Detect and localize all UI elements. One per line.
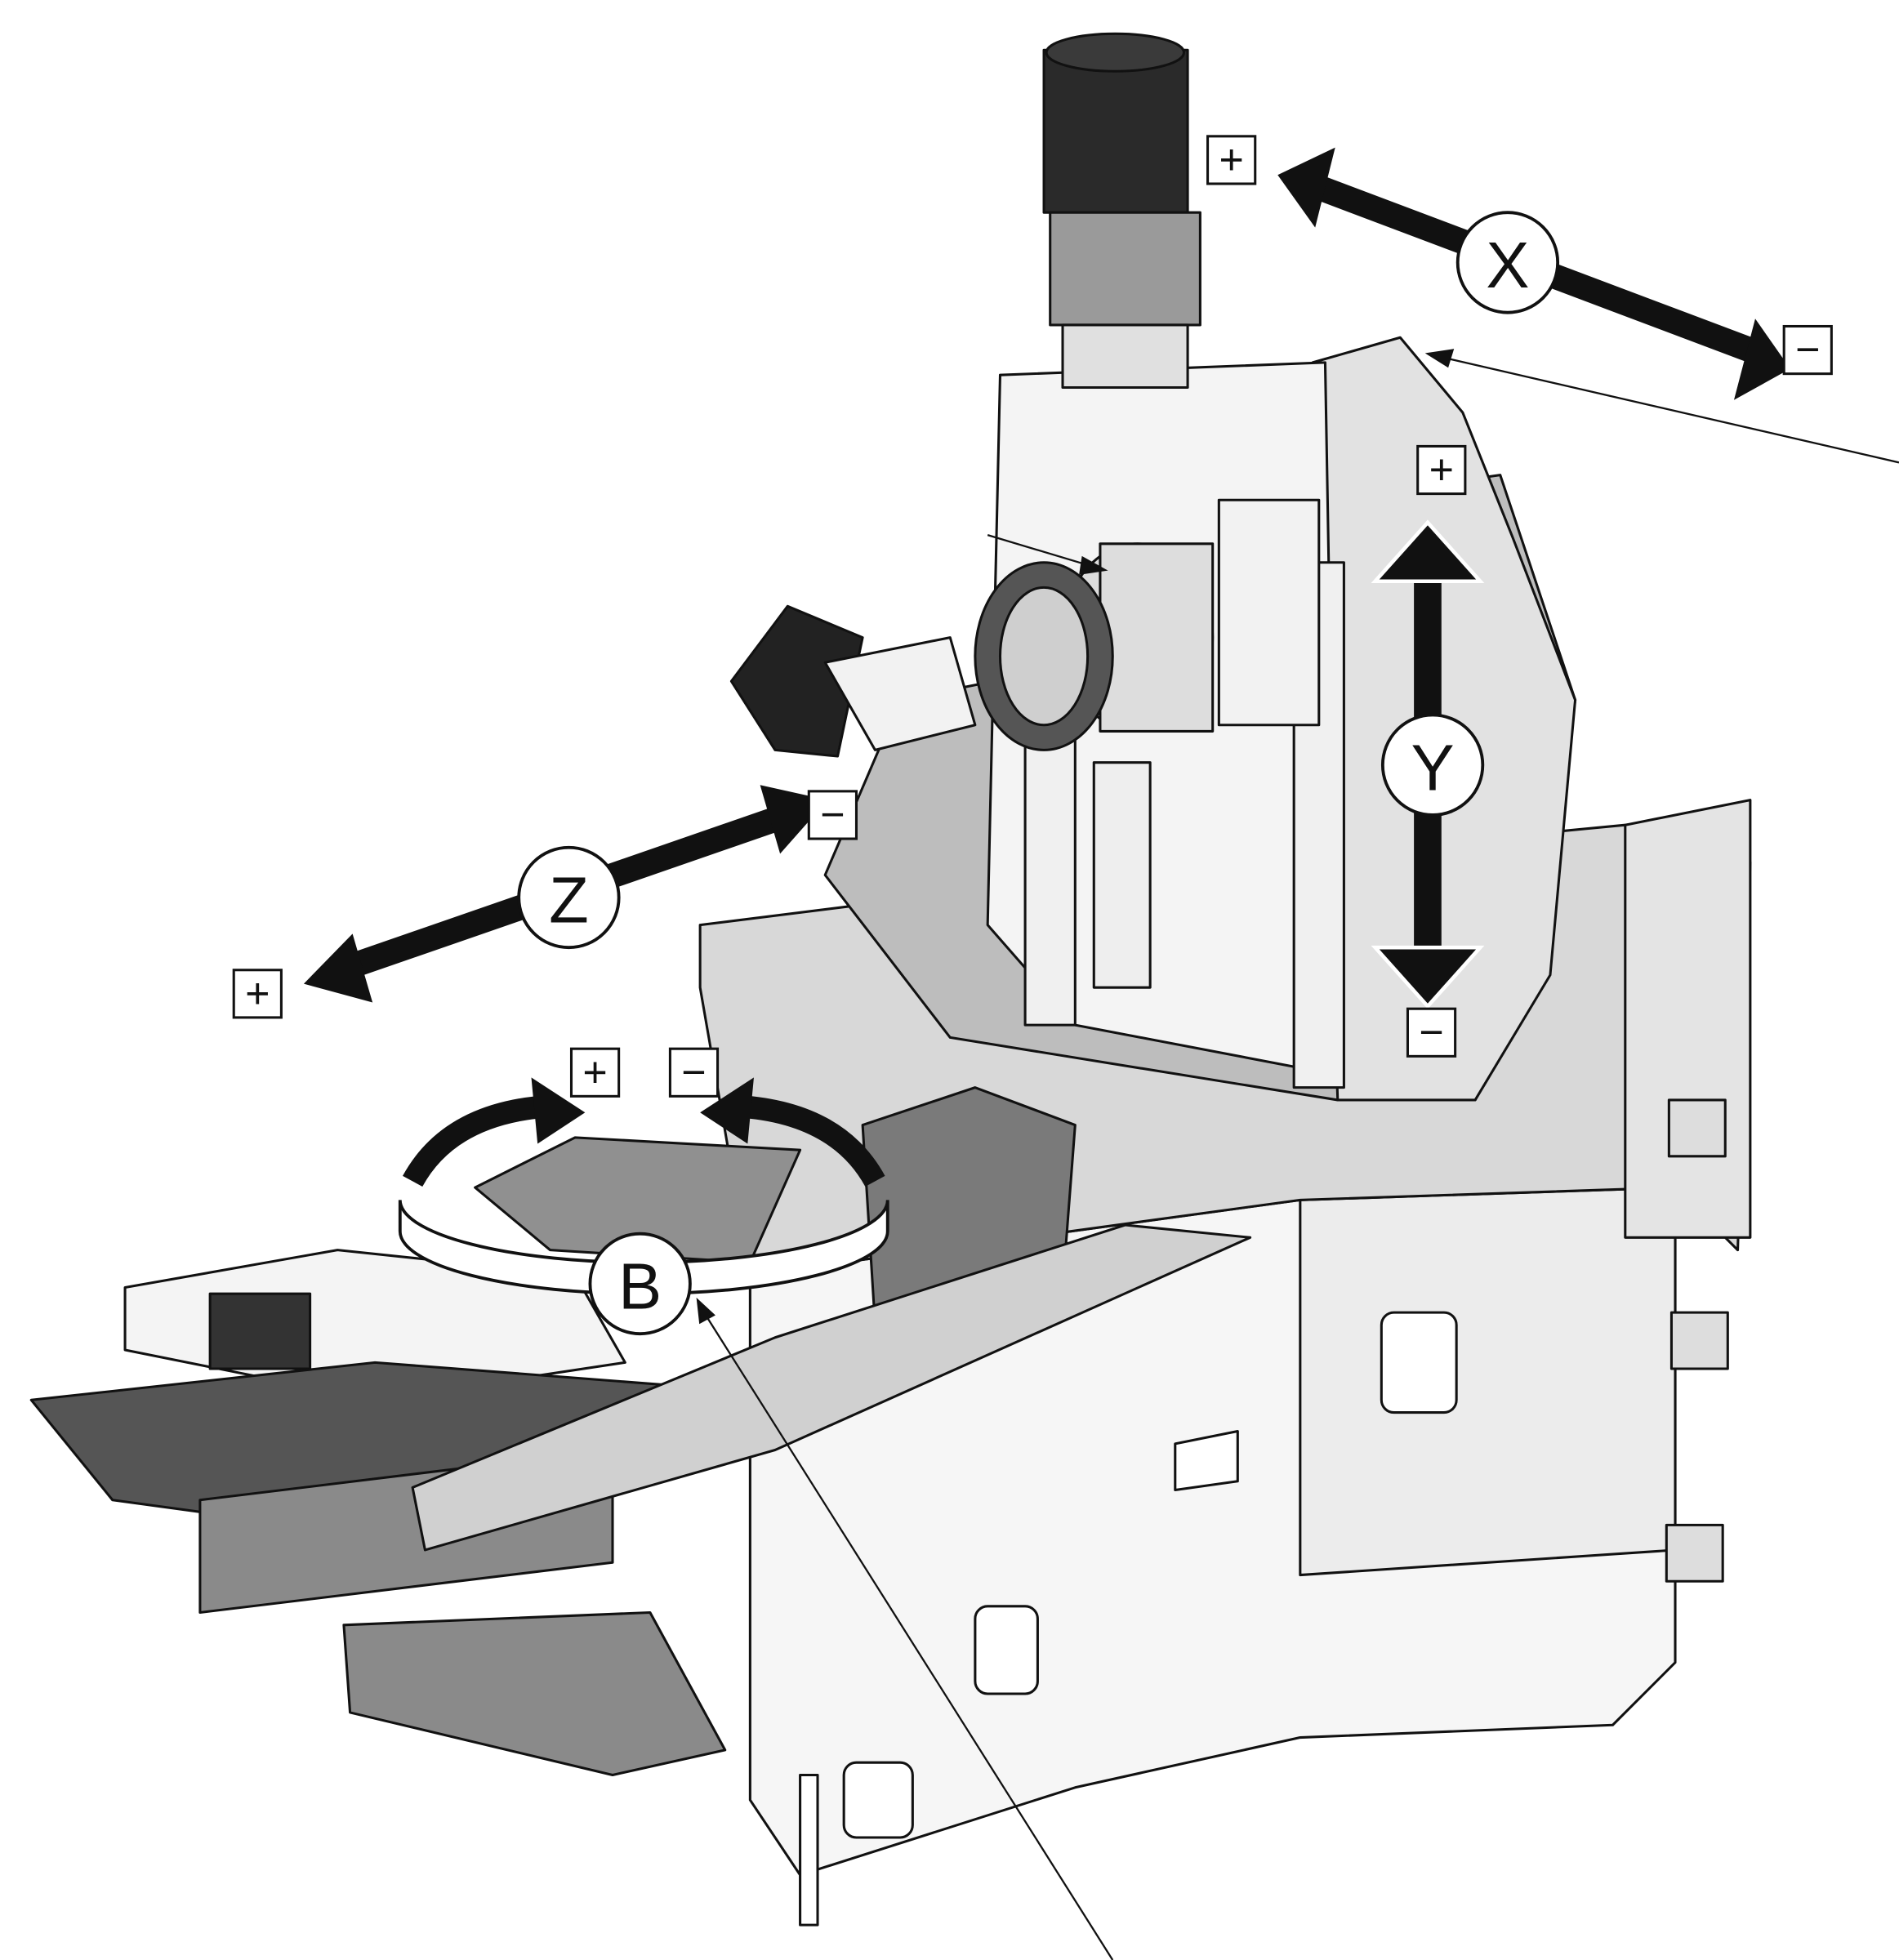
z-axis-plus-label: + [245,970,270,1018]
x-axis-badge [1455,211,1560,314]
leader-arrow-table [696,1297,715,1325]
z-axis-arrow-head-plus [303,933,373,1003]
y-axis-arrow-head-minus [1371,945,1485,1009]
y-axis-minus-label: − [1419,1009,1443,1056]
b-axis-indicator: B + − [398,1047,889,1336]
x-axis-arrow-head-plus [1277,147,1335,228]
b-axis-arrow-plus [403,1094,551,1187]
y-axis-badge [1380,713,1485,817]
leader-arrow-column [1424,349,1455,368]
y-axis-indicator: Y + − [1371,444,1485,1058]
b-axis-arrow-head-plus [531,1077,586,1144]
y-axis-plus-label: + [1429,447,1454,494]
x-axis-motor [1042,32,1201,390]
z-axis-indicator: Z + − [232,785,858,1019]
leader-line-table [699,1305,1114,1960]
x-axis-plus-label: + [1219,136,1243,184]
b-axis-ring [398,1200,889,1296]
b-axis-arrow-head-minus [700,1077,754,1144]
pallet-table [29,1086,1252,1927]
z-axis-badge [517,845,621,950]
b-axis-plus-label: + [582,1049,607,1096]
b-axis-arrow-minus [737,1094,885,1187]
leader-line-column [1437,355,1899,464]
b-axis-badge [588,1232,692,1336]
x-axis-label: X [1486,229,1529,301]
leader-lines [696,349,1899,1960]
x-axis-indicator: X + − [1206,135,1833,400]
y-axis-label: Y [1411,731,1455,804]
b-axis-minus-label: − [681,1049,706,1096]
z-axis-minus-label: − [820,791,845,839]
b-axis-label: B [618,1250,662,1323]
y-axis-arrow-head-plus [1371,519,1485,584]
spindle-head [729,498,1321,989]
z-axis-label: Z [549,864,589,937]
x-axis-arrow-head-minus [1733,318,1790,400]
leader-arrow-spindle [1079,555,1108,575]
x-axis-minus-label: − [1795,327,1820,374]
